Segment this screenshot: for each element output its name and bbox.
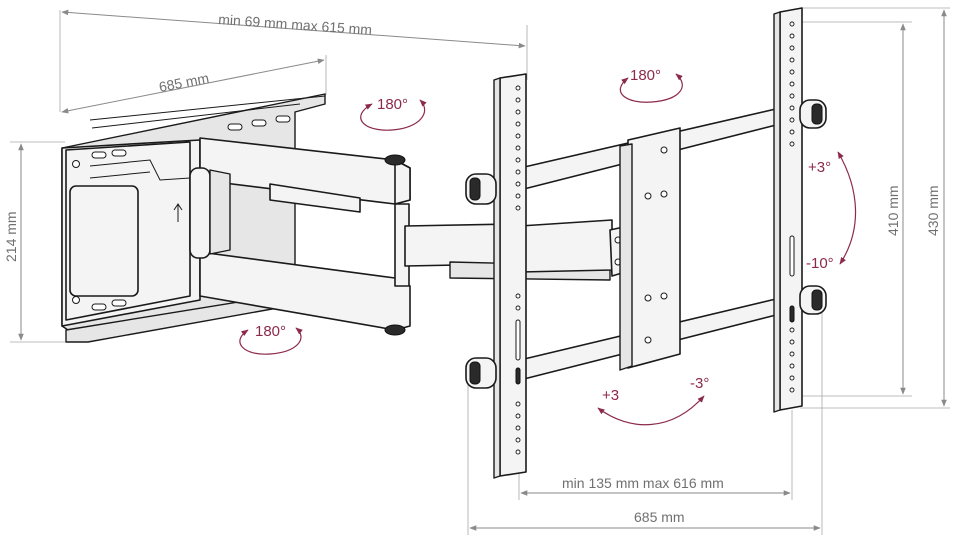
- level-plus-label: +3: [602, 387, 619, 404]
- level-minus-label: -3°: [690, 375, 709, 392]
- articulating-arm: [189, 137, 633, 336]
- vesa-vertical-label: 410 mm: [885, 185, 901, 236]
- wall-plate-height-label: 214 mm: [3, 211, 19, 262]
- swivel-bottom-left-label: 180°: [255, 323, 286, 340]
- bracket-height-label: 430 mm: [925, 185, 941, 236]
- swivel-top-center-label: 180°: [630, 67, 661, 84]
- wall-plate-width-label: 685 mm: [158, 70, 211, 95]
- arm-reach-label: min 69 mm max 615 mm: [218, 11, 373, 38]
- tilt-up-label: +3°: [808, 159, 831, 176]
- tv-bracket: [465, 7, 827, 479]
- vesa-horizontal-label: min 135 mm max 616 mm: [562, 475, 724, 491]
- bracket-width-label: 685 mm: [634, 509, 685, 525]
- angle-arcs: [239, 73, 857, 426]
- tilt-down-label: -10°: [806, 255, 834, 272]
- swivel-top-left-label: 180°: [377, 96, 408, 113]
- up-arrow-icon: [173, 203, 183, 222]
- angle-labels: 180° 180° 180° +3° -10° +3 -3°: [255, 67, 834, 404]
- dimension-lines: [10, 7, 950, 535]
